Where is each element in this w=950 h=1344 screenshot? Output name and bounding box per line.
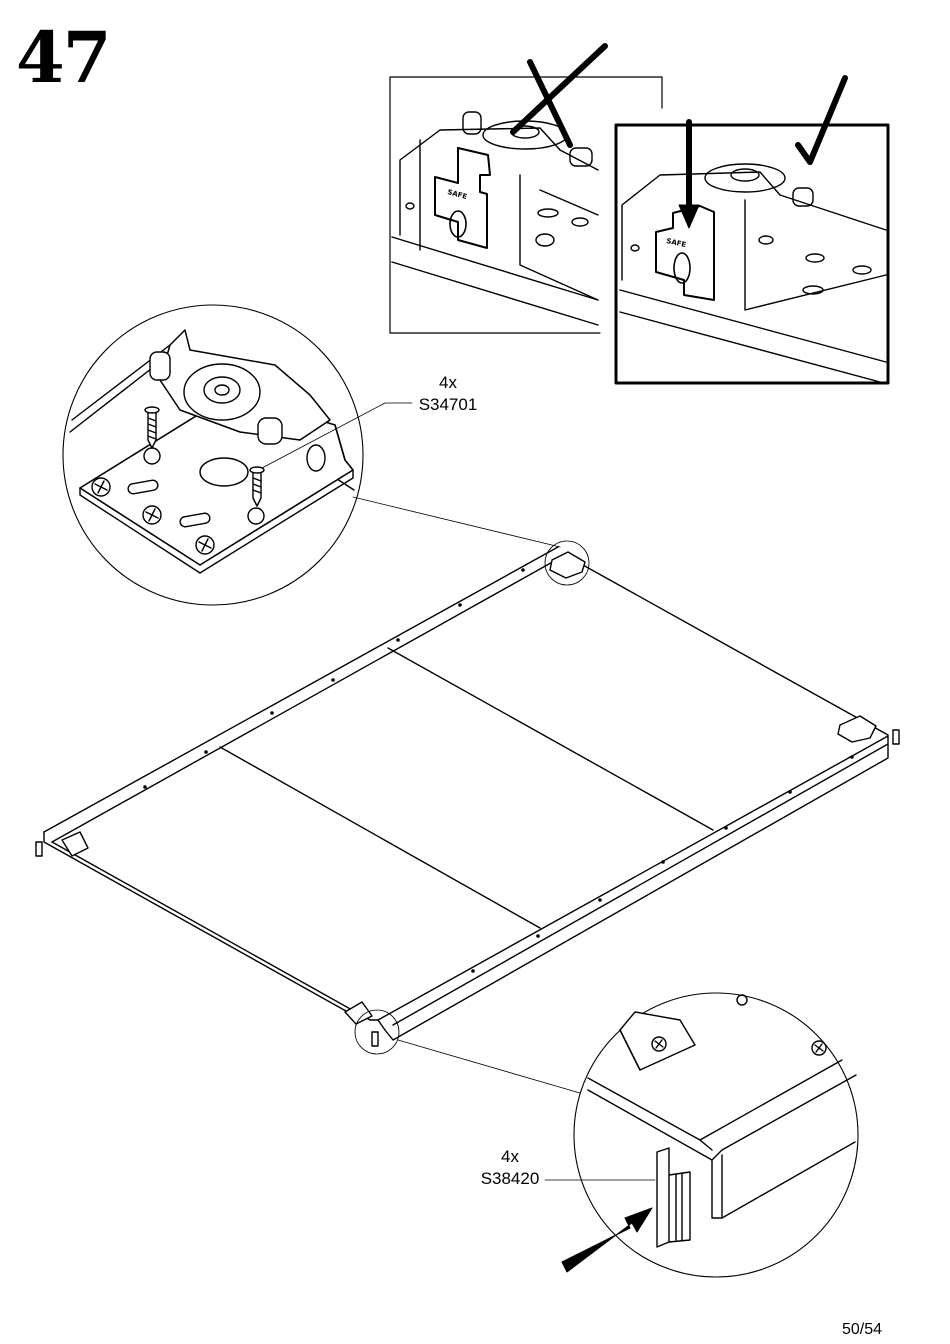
part-label-screw: 4x S34701 — [398, 372, 498, 416]
part-quantity: 4x — [398, 372, 498, 394]
correct-install-panel: SAFE — [616, 78, 888, 383]
part-code: S38420 — [460, 1168, 560, 1190]
screw-detail-circle — [63, 305, 412, 605]
cross-mark-icon — [513, 46, 605, 145]
door-panel — [36, 547, 899, 1046]
part-label-stopper: 4x S38420 — [460, 1146, 560, 1190]
safe-clip-incorrect: SAFE — [435, 148, 490, 248]
corner-fittings — [36, 552, 899, 1046]
part-quantity: 4x — [460, 1146, 560, 1168]
door-edge-holes — [143, 568, 854, 973]
stopper-detail-circle — [545, 993, 858, 1277]
part-code: S34701 — [398, 394, 498, 416]
page-number: 50/54 — [842, 1320, 882, 1340]
